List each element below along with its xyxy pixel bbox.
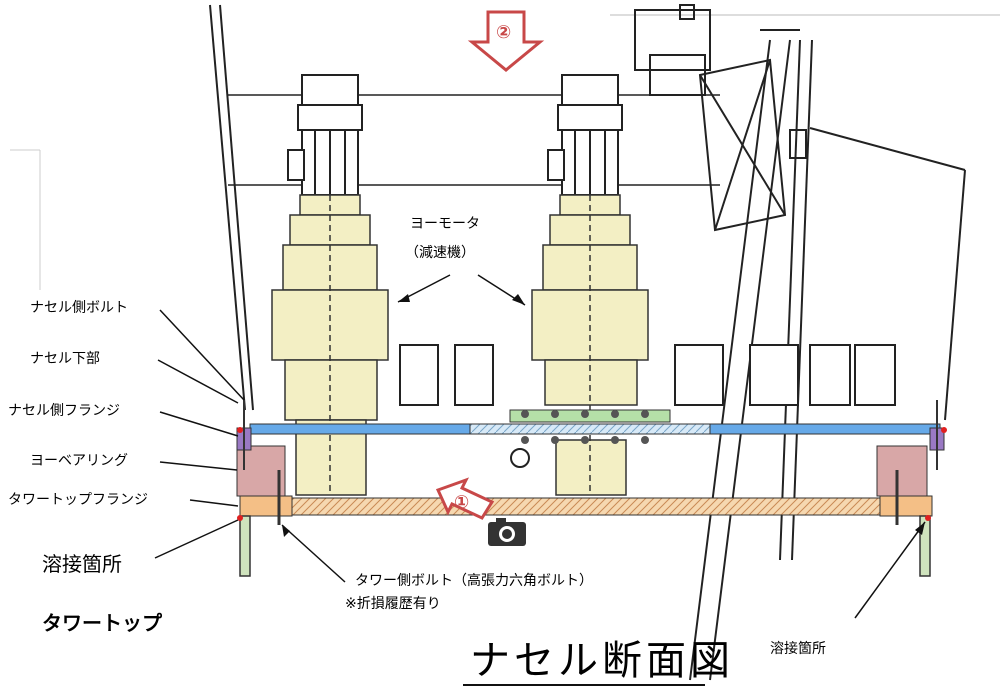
label-nacelle-lower: ナセル下部 bbox=[30, 351, 100, 367]
weld-dot-right-2 bbox=[925, 515, 931, 521]
label-weld-left: 溶接箇所 bbox=[42, 552, 122, 576]
right-frame-structure bbox=[634, 4, 813, 681]
lifting-eye bbox=[510, 448, 530, 468]
base-bolts bbox=[521, 410, 649, 444]
camera-icon bbox=[488, 518, 526, 546]
marker-1: ① bbox=[454, 492, 470, 513]
label-yaw-motor-1: ヨーモータ bbox=[410, 216, 480, 232]
tower-top-flange-right bbox=[879, 495, 933, 517]
leader-arrowheads bbox=[282, 294, 925, 537]
base-plate bbox=[509, 409, 671, 423]
weld-dot-left-2 bbox=[237, 515, 243, 521]
marker-2: ② bbox=[496, 22, 512, 43]
reducer-right bbox=[531, 194, 649, 496]
yaw-motor-left bbox=[287, 74, 363, 196]
label-weld-right: 溶接箇所 bbox=[770, 641, 826, 657]
arrow-2-icon bbox=[467, 10, 545, 72]
tower-top-walls bbox=[239, 515, 931, 577]
label-yaw-bearing: ヨーベアリング bbox=[30, 453, 128, 469]
nacelle-flange-hatched bbox=[469, 423, 711, 435]
tower-top-flange-left bbox=[239, 495, 293, 517]
diagram-title: ナセル断面図 bbox=[470, 638, 734, 684]
arrow-1-icon bbox=[435, 477, 495, 520]
label-nacelle-bolt: ナセル側ボルト bbox=[30, 300, 128, 316]
label-tower-bolt-2: ※折損履歴有り bbox=[345, 596, 441, 612]
weld-dot-left-1 bbox=[237, 427, 243, 433]
label-nacelle-flange: ナセル側フランジ bbox=[8, 403, 120, 419]
weld-dot-right-1 bbox=[941, 427, 947, 433]
yaw-bearing-right bbox=[876, 445, 928, 497]
tower-top-flange-hatched bbox=[291, 497, 881, 516]
label-yaw-motor-2: （減速機） bbox=[405, 245, 475, 261]
reducer-left bbox=[271, 194, 389, 496]
label-tower-top-flange: タワートップフランジ bbox=[8, 492, 148, 508]
leader-lines bbox=[154, 274, 926, 619]
yaw-motor-right bbox=[547, 74, 623, 196]
label-tower-bolt-1: タワー側ボルト（高張力六角ボルト） bbox=[355, 573, 593, 589]
label-tower-top: タワートップ bbox=[42, 611, 162, 635]
brake-units bbox=[399, 344, 896, 406]
